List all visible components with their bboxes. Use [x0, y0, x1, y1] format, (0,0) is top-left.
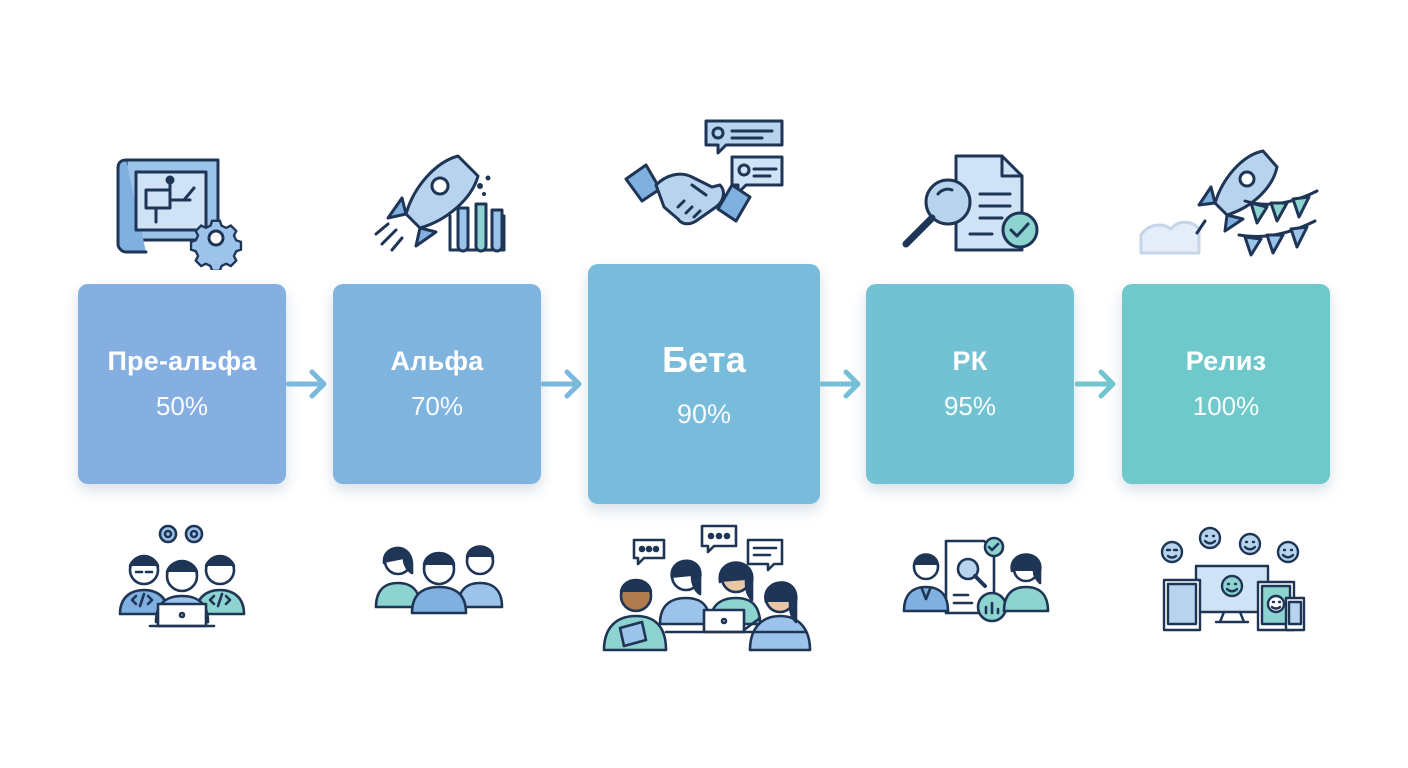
stage-percent: 70%: [410, 391, 464, 421]
stage-name: Релиз: [1185, 346, 1267, 376]
stage-name: РК: [952, 346, 988, 376]
stage-percent: 50%: [155, 391, 209, 421]
arrow-right-icon: [1075, 369, 1116, 399]
handshake-chat-icon: [624, 119, 784, 226]
stage-percent: 100%: [1192, 391, 1260, 421]
stage-box-pre-alpha: Пре-альфа 50%: [78, 284, 286, 484]
devices-happy-users-icon: [1160, 526, 1306, 632]
stage-box-alpha: Альфа 70%: [333, 284, 541, 484]
rocket-bunting-icon: [1139, 149, 1319, 257]
stage-name: Бета: [662, 338, 746, 380]
stage-name: Альфа: [390, 346, 484, 376]
stage-name: Пре-альфа: [107, 346, 257, 376]
stage-box-release: Релиз 100%: [1122, 284, 1330, 484]
arrow-right-icon: [541, 369, 582, 399]
document-inspect-icon: [902, 154, 1039, 252]
stage-percent: 90%: [676, 398, 732, 429]
review-team-icon: [902, 536, 1050, 623]
stage-box-rc: РК 95%: [866, 284, 1074, 484]
blueprint-gear-icon: [116, 158, 243, 270]
developers-team-icon: [118, 524, 246, 628]
stage-box-beta: Бета 90%: [588, 264, 820, 504]
arrow-right-icon: [286, 369, 327, 399]
user-testing-group-icon: [602, 524, 812, 652]
rocket-test-tubes-icon: [374, 154, 506, 253]
small-user-group-icon: [374, 545, 504, 615]
stage-percent: 95%: [943, 391, 997, 421]
arrow-right-icon: [820, 369, 861, 399]
